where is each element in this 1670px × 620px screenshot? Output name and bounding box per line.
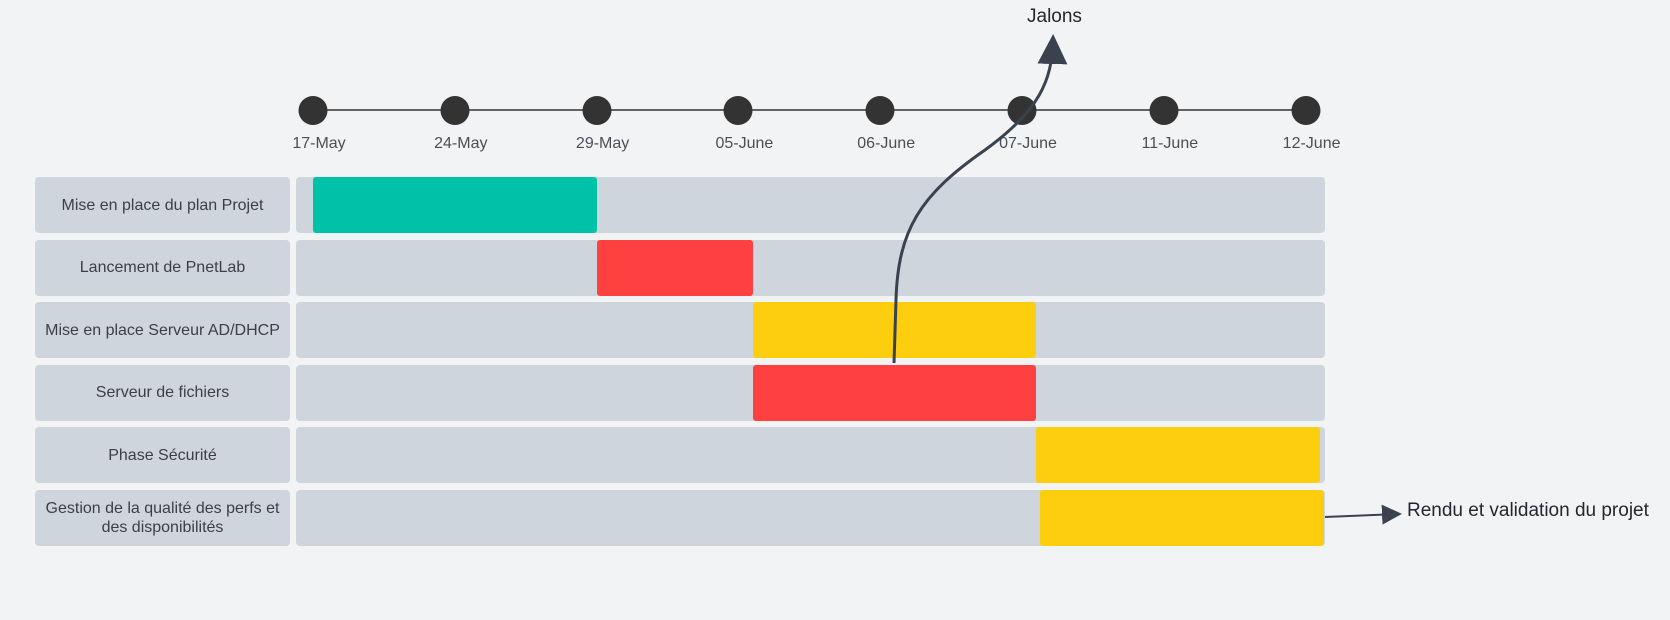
task-track <box>296 177 1325 233</box>
milestone-dot <box>865 96 895 125</box>
milestone-date-label: 24-May <box>434 135 488 152</box>
task-label: Mise en place Serveur AD/DHCP <box>35 302 290 359</box>
task-bar <box>1040 490 1325 546</box>
task-label: Gestion de la qualité des perfs et des d… <box>35 490 290 546</box>
milestone-dot <box>298 96 328 125</box>
milestone-dot <box>582 96 612 125</box>
milestones-title: Jalons <box>1027 6 1082 27</box>
task-label: Phase Sécurité <box>35 427 290 484</box>
task-track <box>296 427 1325 484</box>
milestone-date-label: 11-June <box>1141 135 1199 152</box>
milestone-dot <box>723 96 753 125</box>
task-track <box>296 364 1325 421</box>
task-label: Lancement de PnetLab <box>35 239 290 296</box>
end-callout: Rendu et validation du projet <box>1407 500 1649 521</box>
task-bar <box>752 302 1037 359</box>
task-track <box>296 302 1325 359</box>
task-track <box>296 239 1325 296</box>
milestone-dot <box>1291 96 1321 125</box>
task-bar <box>596 239 753 296</box>
milestone-date-label: 06-June <box>857 135 916 152</box>
task-label: Serveur de fichiers <box>35 364 290 421</box>
milestone-date-label: 29-May <box>575 135 630 152</box>
task-label: Mise en place du plan Projet <box>35 177 290 233</box>
task-bar <box>313 177 597 233</box>
task-bar <box>1036 427 1320 484</box>
milestone-date-label: 07-June <box>999 135 1057 152</box>
milestone-date-label: 17-May <box>292 135 346 152</box>
milestone-dot <box>1149 96 1179 125</box>
milestone-date-label: 05-June <box>715 135 774 152</box>
milestone-date-label: 12-June <box>1282 135 1341 152</box>
task-bar <box>752 364 1037 421</box>
milestone-dot <box>1007 96 1037 125</box>
task-track <box>296 490 1325 546</box>
milestone-dot <box>440 96 470 125</box>
